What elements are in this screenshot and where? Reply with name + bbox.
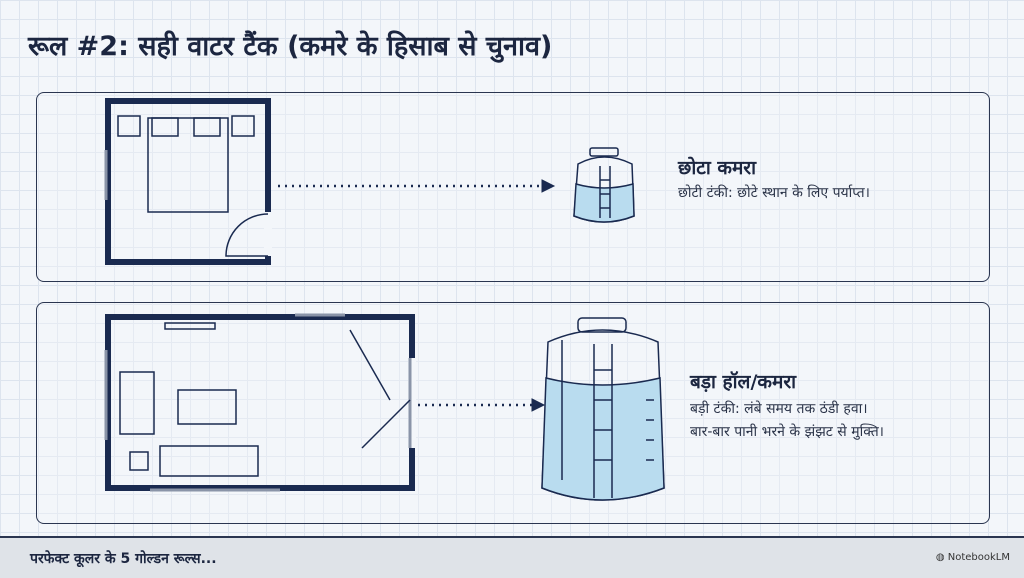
notebooklm-icon: ◍ [935, 552, 948, 563]
large-room-text-2: बार-बार पानी भरने के झंझट से मुक्ति। [690, 424, 884, 440]
small-room-floorplan [104, 98, 272, 265]
footer-bar: परफेक्ट कूलर के 5 गोल्डन रूल्स... ◍ Note… [0, 536, 1024, 578]
large-tank-icon [541, 317, 665, 501]
footer-text: परफेक्ट कूलर के 5 गोल्डन रूल्स... [30, 551, 217, 567]
slide-title: रूल #2: सही वाटर टैंक (कमरे के हिसाब से … [28, 31, 553, 62]
bed-icon [147, 117, 229, 213]
arrow-small [278, 179, 556, 193]
small-room-heading: छोटा कमरा [678, 157, 756, 179]
notebooklm-logo: ◍ NotebookLM [936, 552, 1010, 563]
brand-label: NotebookLM [947, 552, 1010, 563]
small-tank-icon [573, 147, 635, 223]
large-room-text-1: बड़ी टंकी: लंबे समय तक ठंडी हवा। [690, 401, 868, 417]
large-room-floorplan [104, 313, 416, 492]
small-room-text: छोटी टंकी: छोटे स्थान के लिए पर्याप्त। [678, 185, 870, 201]
arrow-large [418, 398, 546, 412]
small-room-panel [36, 92, 990, 282]
large-room-heading: बड़ा हॉल/कमरा [690, 371, 797, 393]
